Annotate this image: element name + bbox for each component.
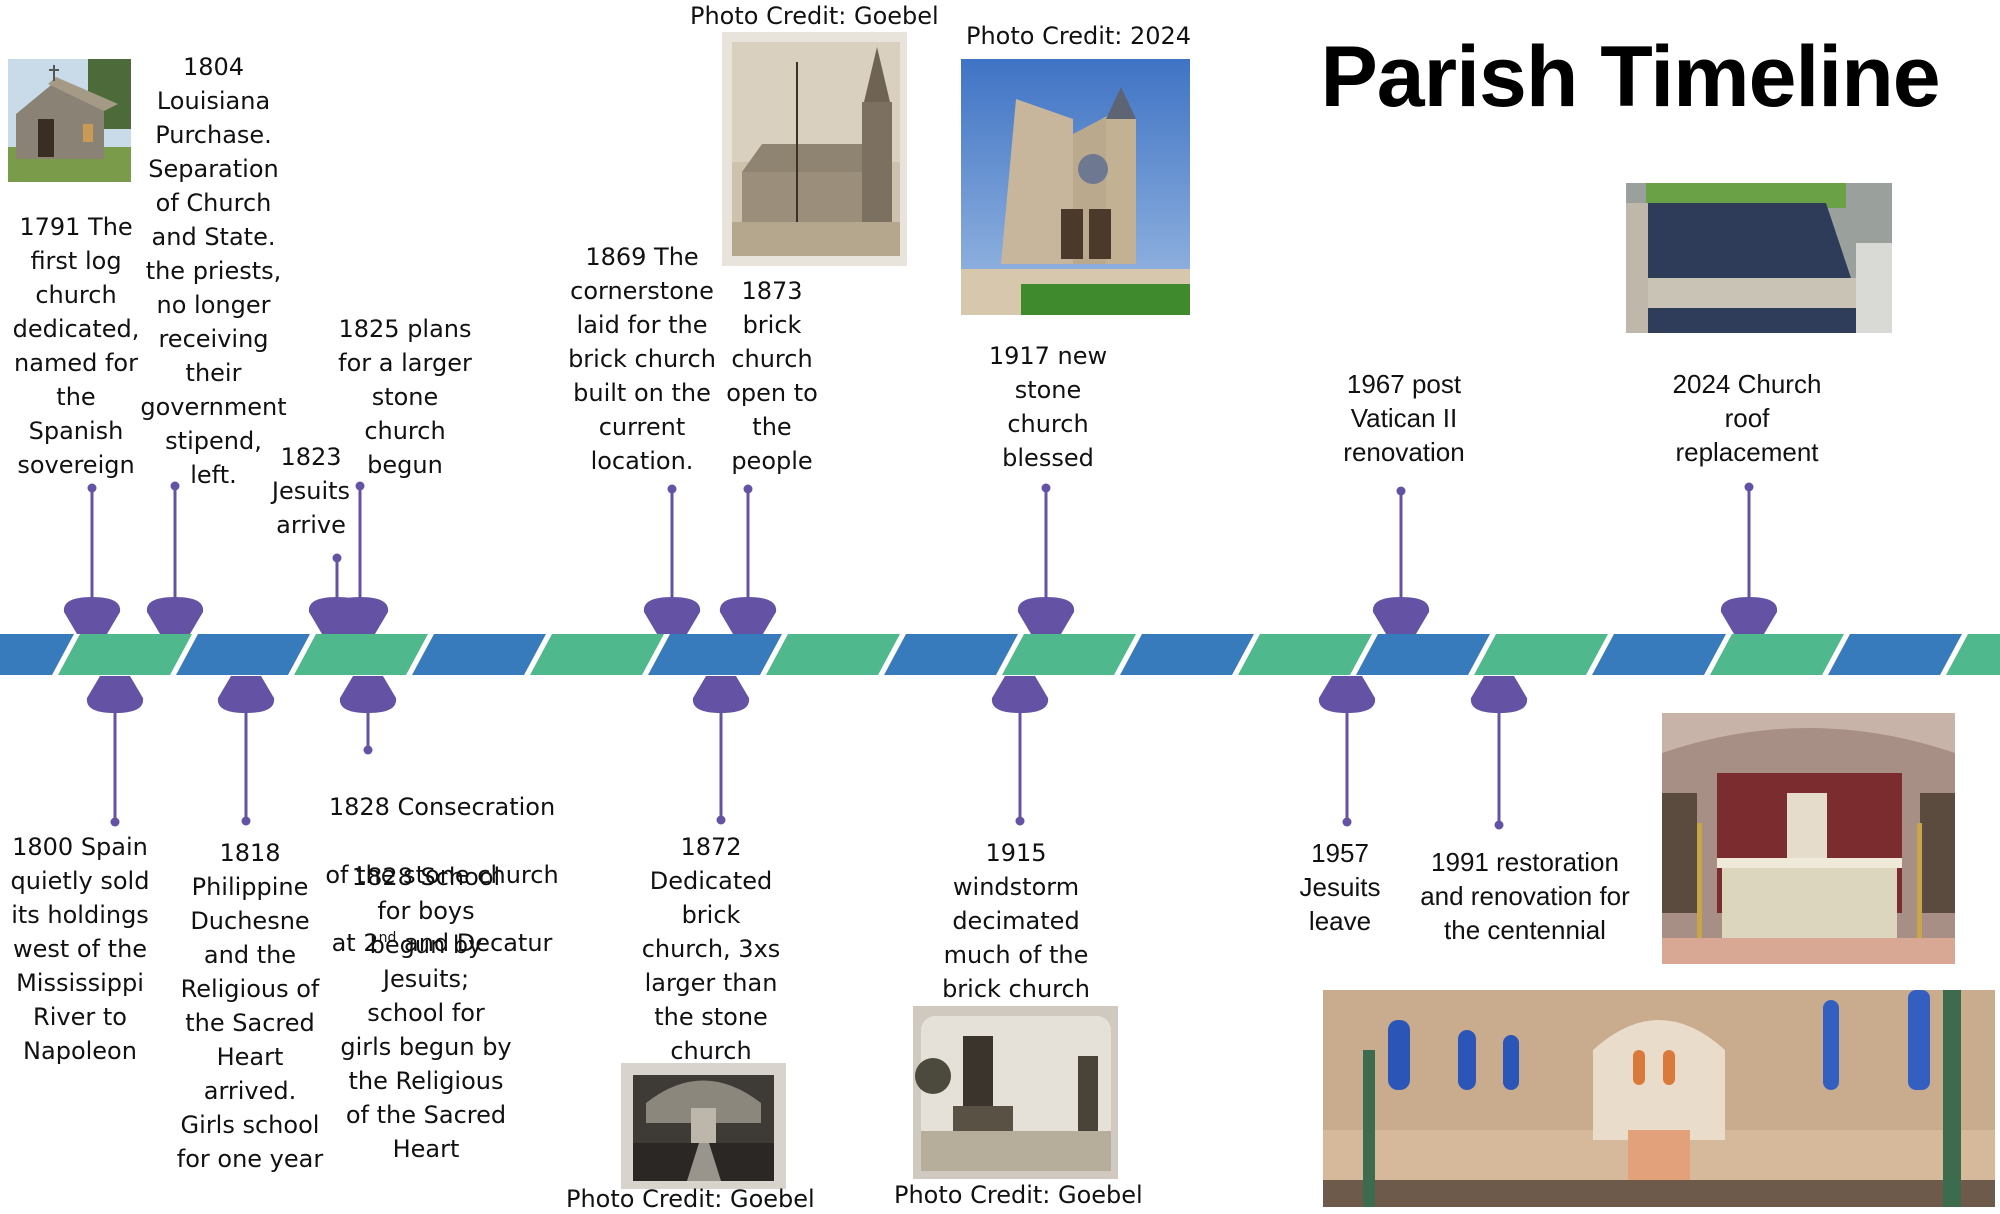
pin-dot-1915 — [1015, 816, 1025, 826]
pin-marker-1873 — [719, 597, 777, 634]
timeline-segment — [1356, 634, 1490, 675]
pin-marker-1917 — [1017, 597, 1075, 634]
pin-dot-1869 — [667, 484, 677, 494]
event-label-1818: 1818 Philippine Duchesne and the Religio… — [176, 839, 324, 1173]
pin-dot-1873 — [743, 484, 753, 494]
timeline-segment — [1710, 634, 1844, 675]
pin-marker-1967 — [1372, 597, 1430, 634]
timeline-segment — [766, 634, 900, 675]
pin-dot-1828 — [363, 745, 373, 755]
photo-credit: Photo Credit: Goebel — [690, 2, 939, 30]
timeline-segment — [58, 634, 192, 675]
pin-dot-1800 — [110, 817, 120, 827]
event-label-1991: 1991 restoration and renovation for the … — [1420, 847, 1630, 945]
timeline-segment — [1474, 634, 1608, 675]
pin-marker-1800 — [86, 676, 144, 713]
pin-marker-1825 — [331, 597, 389, 634]
event-label-1791: 1791 The first log church dedicated, nam… — [12, 213, 140, 479]
timeline-segment — [1592, 634, 1726, 675]
stone-church-2024-photo — [961, 59, 1190, 315]
event-label-1800: 1800 Spain quietly sold its holdings wes… — [10, 833, 150, 1065]
nave-interior-photo — [1323, 990, 1995, 1207]
pin-dot-1872 — [716, 815, 726, 825]
event-label-1825: 1825 plans for a larger stone church beg… — [338, 315, 472, 479]
log-church-photo — [8, 59, 131, 182]
event-label-1828-consecration: 1828 Consecration of the stone church at… — [322, 756, 562, 960]
text: and Decatur — [396, 929, 553, 957]
timeline-segment — [1238, 634, 1372, 675]
pin-marker-1804 — [146, 597, 204, 634]
pin-dot-2024 — [1744, 482, 1754, 492]
event-label-1872: 1872 Dedicated brick church, 3xs larger … — [641, 833, 781, 1065]
timeline-segment — [1946, 634, 2000, 675]
event-label-1957: 1957 Jesuits leave — [1299, 838, 1381, 936]
pin-marker-1869 — [643, 597, 701, 634]
event-label-1915: 1915 windstorm decimated much of the bri… — [942, 839, 1090, 1003]
page-title: Parish Timeline — [1320, 29, 1940, 125]
pin-dot-1991 — [1494, 820, 1504, 830]
timeline-segment — [1828, 634, 1962, 675]
photo-credit: Photo Credit: Goebel — [894, 1181, 1143, 1209]
pin-marker-1872 — [692, 676, 750, 713]
photo-credit: Photo Credit: 2024 — [966, 22, 1192, 50]
event-label-1873: 1873 brick church open to the people — [726, 277, 818, 475]
superscript: nd — [378, 930, 397, 946]
roof-aerial-photo — [1626, 183, 1892, 333]
pin-dot-1823 — [332, 553, 342, 563]
pin-dot-1791 — [87, 483, 97, 493]
text: 1828 Consecration — [328, 793, 556, 821]
text: at 2 — [331, 929, 379, 957]
pin-marker-2024 — [1720, 597, 1778, 634]
pin-marker-1915 — [991, 676, 1049, 713]
event-label-1804: 1804 Louisiana Purchase. Separation of C… — [140, 53, 287, 489]
pin-marker-1957 — [1318, 676, 1376, 713]
timeline-segment — [1120, 634, 1254, 675]
timeline-segment — [294, 634, 428, 675]
pin-marker-1828 — [339, 676, 397, 713]
event-label-1967: 1967 post Vatican II renovation — [1343, 369, 1465, 467]
timeline-segment — [648, 634, 782, 675]
event-label-2024: 2024 Church roof replacement — [1672, 369, 1822, 467]
event-label-1869: 1869 The cornerstone laid for the brick … — [568, 243, 716, 475]
brick-church-interior-photo — [621, 1063, 786, 1189]
timeline-segment — [884, 634, 1018, 675]
brick-church-exterior-photo — [722, 32, 907, 266]
event-label-1823: 1823 Jesuits arrive — [271, 443, 351, 539]
pin-dot-1804 — [170, 481, 180, 491]
pin-dot-1825 — [355, 481, 365, 491]
timeline-segment — [412, 634, 546, 675]
timeline-segment — [530, 634, 664, 675]
event-label-1828-school: 1828 School for boys begun by Jesuits; s… — [340, 863, 512, 1163]
event-label-1917: 1917 new stone church blessed — [988, 342, 1108, 472]
pin-dot-1967 — [1396, 486, 1406, 496]
pin-dot-1957 — [1342, 817, 1352, 827]
timeline-segment — [0, 634, 74, 675]
pin-marker-1791 — [63, 597, 121, 634]
text: of the stone church — [325, 861, 559, 889]
altar-photo — [1662, 713, 1955, 964]
windstorm-ruins-photo — [913, 1006, 1118, 1179]
pin-dot-1917 — [1041, 483, 1051, 493]
pin-dot-1818 — [241, 816, 251, 826]
pin-marker-1991 — [1470, 676, 1528, 713]
timeline-segment — [176, 634, 310, 675]
photo-credit: Photo Credit: Goebel — [566, 1185, 815, 1213]
timeline-segment — [1002, 634, 1136, 675]
pin-marker-1818 — [217, 676, 275, 713]
